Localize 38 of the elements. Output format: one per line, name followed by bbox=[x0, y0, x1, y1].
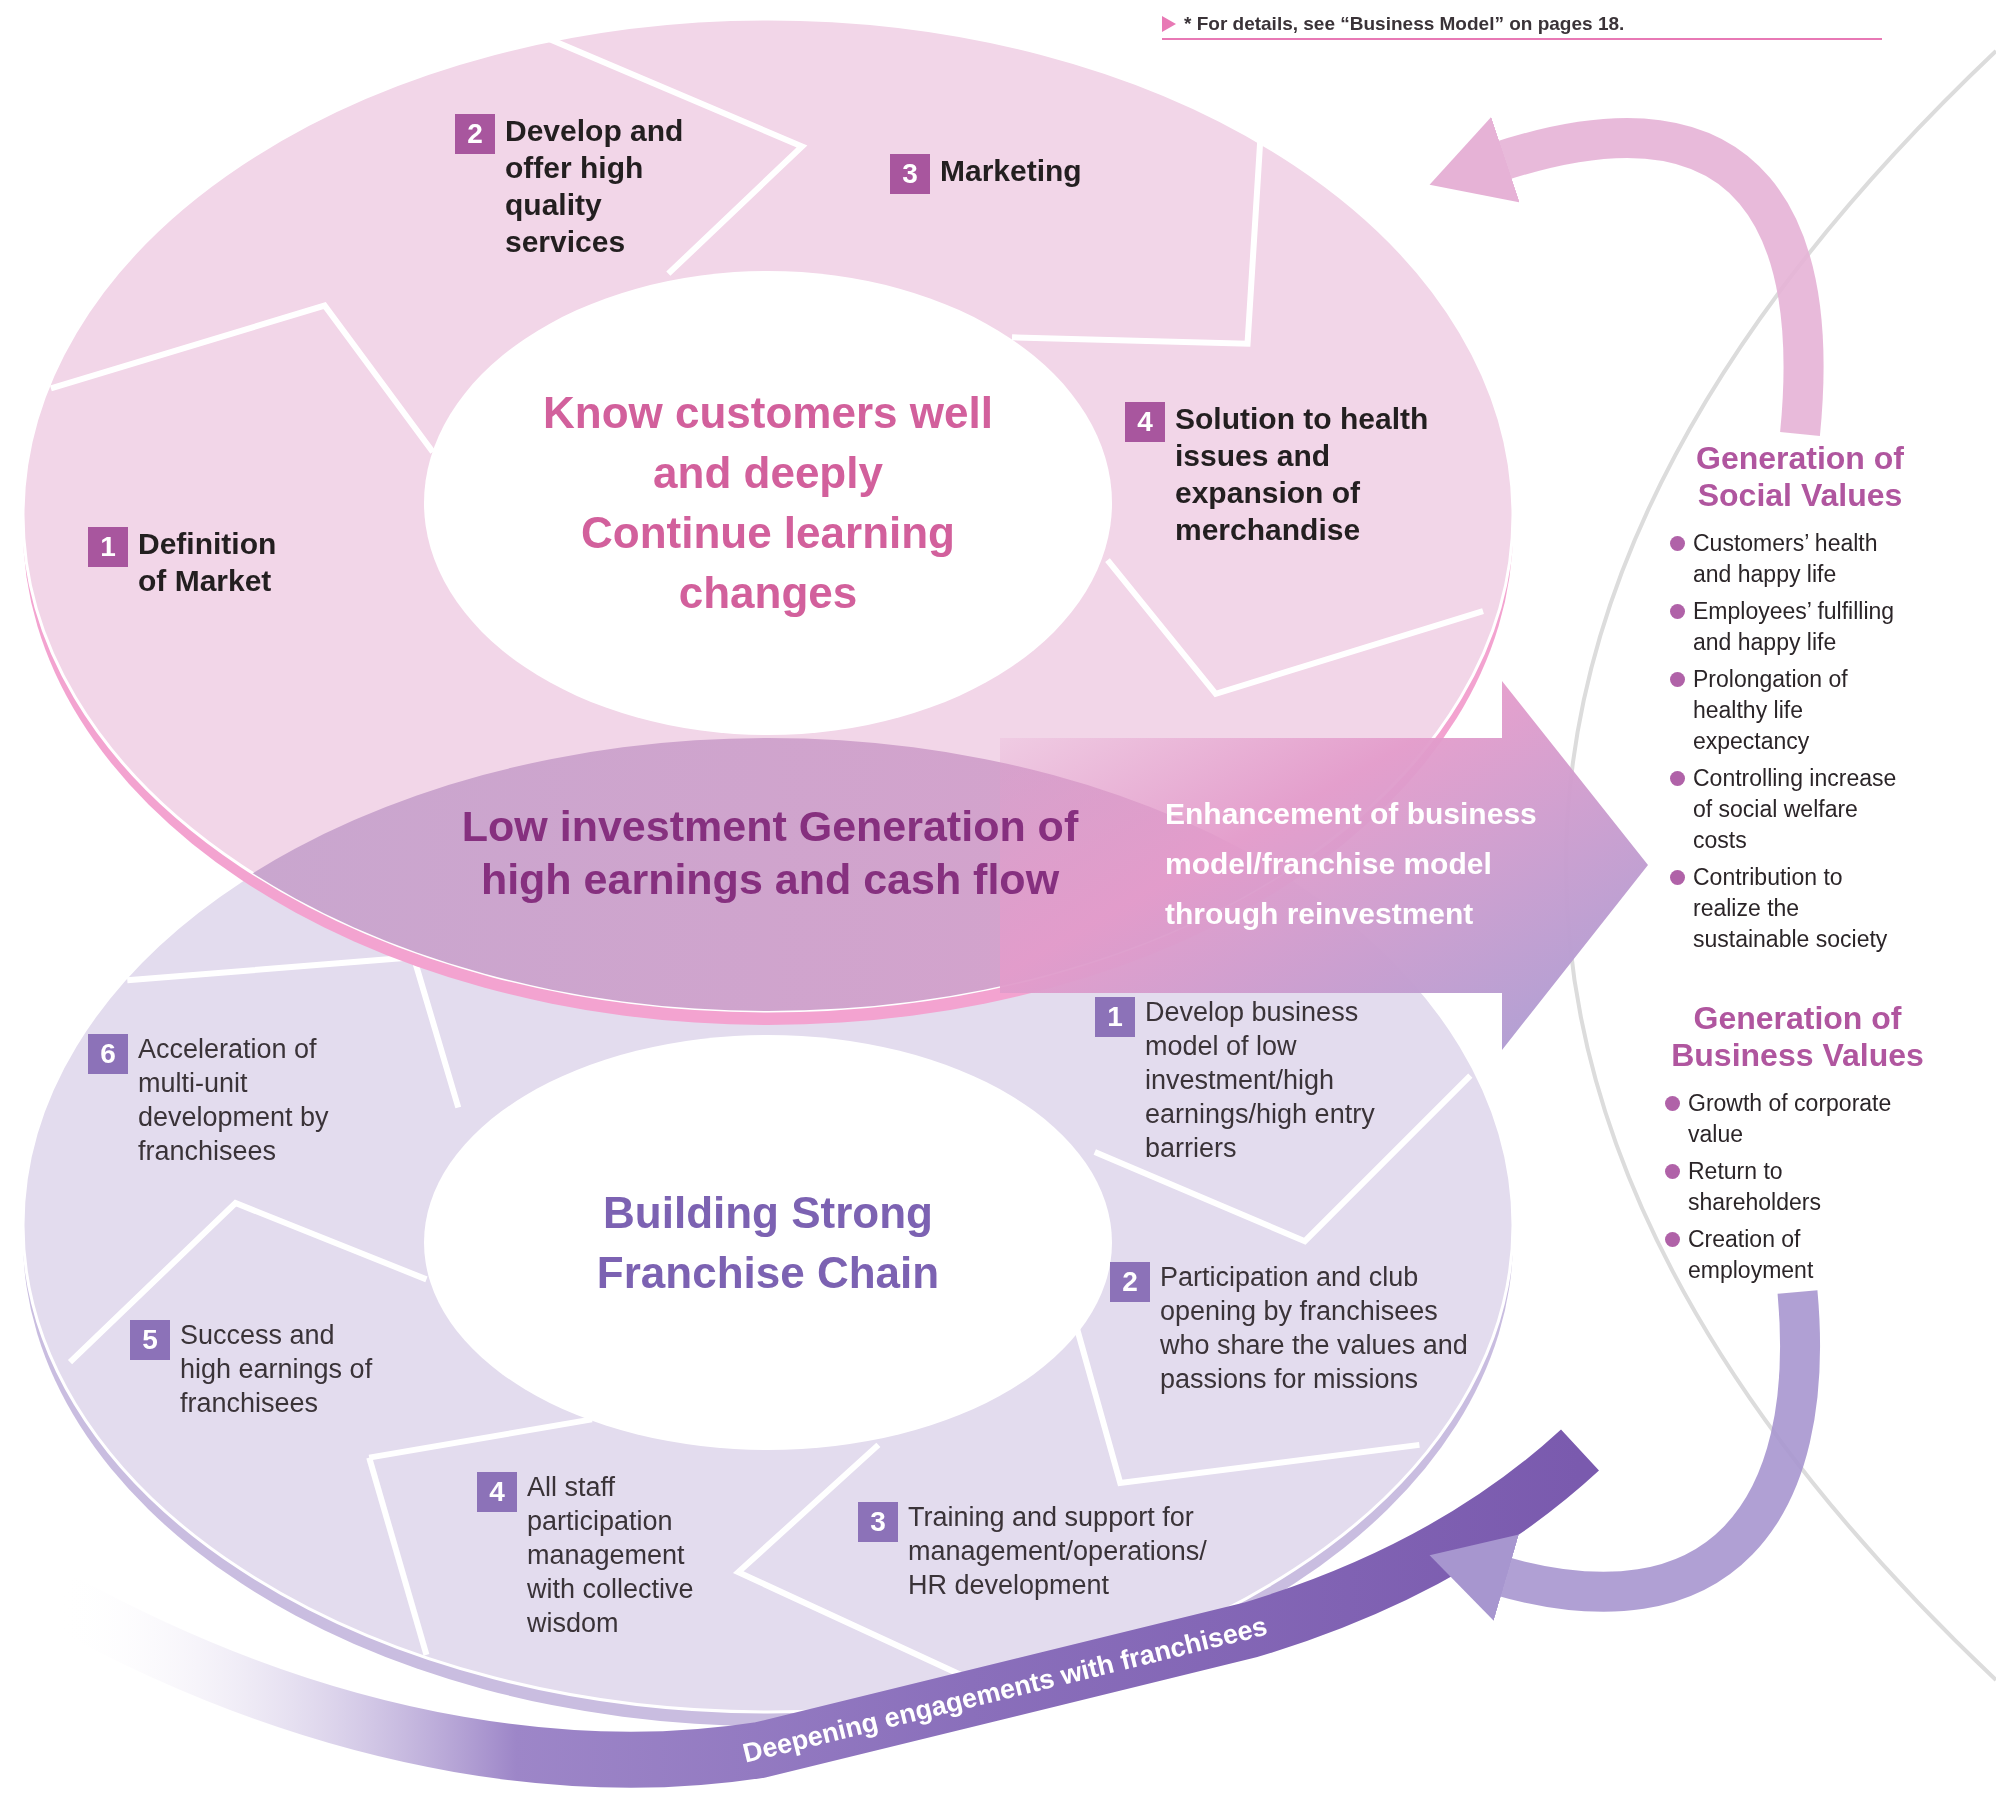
number-badge: 6 bbox=[88, 1034, 128, 1074]
segment-label: Definition of Market bbox=[138, 526, 278, 599]
segment-label: Success and high earnings of franchisees bbox=[180, 1319, 374, 1420]
number-badge: 3 bbox=[890, 154, 930, 194]
segment-label: All staff participation management with collective wisdom bbox=[527, 1471, 695, 1640]
number-badge: 3 bbox=[858, 1502, 898, 1542]
center-heading: Building Strong Franchise Chain bbox=[595, 1186, 941, 1299]
center-heading: Know customers well and deeply bbox=[542, 387, 994, 499]
bullet-text: Controlling increase of social welfare costs bbox=[1693, 764, 1898, 855]
bullet-text: Contribution to realize the sustainable society bbox=[1693, 863, 1889, 954]
segment-label: Acceleration of multi-unit development by franchisees bbox=[138, 1033, 330, 1168]
segment-label: Marketing bbox=[940, 153, 1083, 189]
center-heading: Continue learning changes bbox=[580, 507, 956, 619]
footnote: * For details, see “Business Model” on pages 18. bbox=[1184, 12, 1625, 36]
bullet-text: Customers’ health and happy life bbox=[1693, 529, 1879, 589]
number-badge: 2 bbox=[1110, 1262, 1150, 1302]
number-badge: 4 bbox=[1125, 402, 1165, 442]
band-title: Low investment Generation of high earnings and cash flow bbox=[420, 800, 1120, 906]
number-badge: 1 bbox=[88, 527, 128, 567]
segment-label: Solution to health issues and expansion of merchandise bbox=[1175, 401, 1430, 548]
curved-arrow bbox=[1428, 116, 1824, 436]
number-badge: 5 bbox=[130, 1320, 170, 1360]
segment-label: Training and support for management/operations/ HR development bbox=[908, 1501, 1208, 1602]
number-badge: 4 bbox=[477, 1472, 517, 1512]
bullet-text: Employees’ fulfilling and happy life bbox=[1693, 597, 1896, 657]
segment-label: Participation and club opening by franchisees who share the values and passions for missions bbox=[1160, 1261, 1469, 1396]
value-heading: Generation of Business Values bbox=[1670, 1000, 1925, 1074]
number-badge: 2 bbox=[455, 114, 495, 154]
bullet-text: Growth of corporate value bbox=[1688, 1089, 1893, 1149]
value-heading: Generation of Social Values bbox=[1695, 440, 1905, 514]
bullet-text: Creation of employment bbox=[1688, 1225, 1815, 1285]
bullet-text: Prolongation of healthy life expectancy bbox=[1693, 665, 1849, 756]
segment-label: Develop business model of low investment/high earnings/high entry barriers bbox=[1145, 996, 1376, 1165]
number-badge: 1 bbox=[1095, 997, 1135, 1037]
curved-arrow bbox=[1428, 1291, 1820, 1621]
bullet-text: Return to shareholders bbox=[1688, 1157, 1822, 1217]
arrow-label: Enhancement of business model/franchise model through reinvestment bbox=[1165, 796, 1538, 932]
segment-label: Develop and offer high quality services bbox=[505, 113, 685, 260]
